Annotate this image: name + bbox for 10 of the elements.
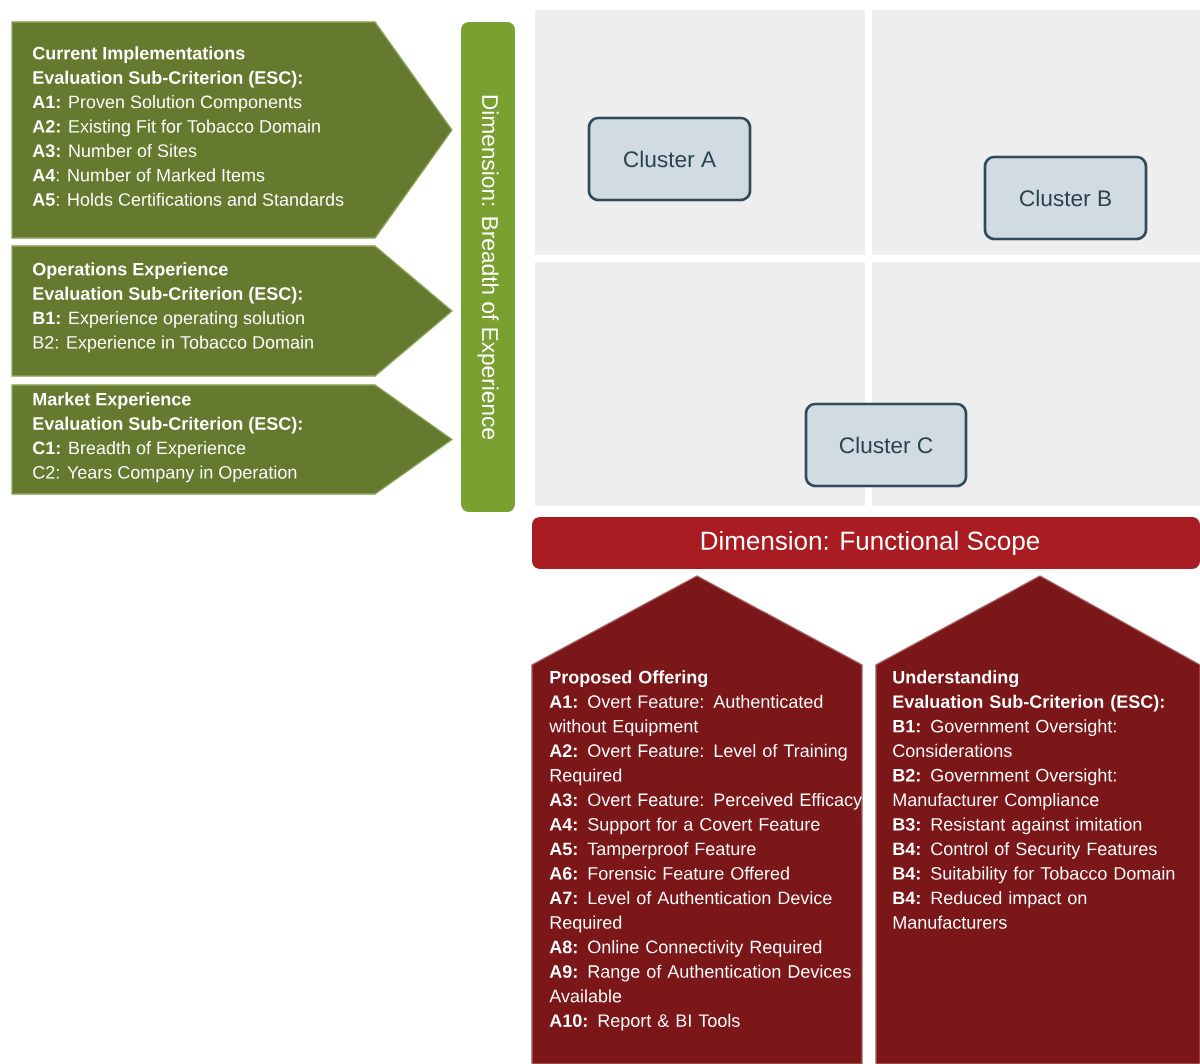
cluster-box: Cluster A [587, 116, 752, 202]
cluster-box: Cluster C [804, 402, 968, 488]
arrow-panel: Understanding Evaluation Sub-Criterion (ESC): B1: Government Oversight: Considerations B2: Government Oversight: Manufacturer Compliance B3: Resistant against imitation B4: Control of Security Features B4: Suitability for Tobacco Domain B4: Reduced impact on Manufacturers [875, 575, 1200, 1064]
arrow-box: Market Experience Evaluation Sub-Criterion (ESC): C1: Breadth of Experience C2: Years Company in Operation [11, 384, 454, 495]
dimension-band: Dimension: Functional Scope [532, 517, 1200, 569]
dimension-bar: Dimension: Breadth of Experience [461, 22, 515, 512]
cluster-box: Cluster B [983, 155, 1148, 241]
arrow-box: Current Implementations Evaluation Sub-Criterion (ESC): A1: Proven Solution Components A2: Existing Fit for Tobacco Domain A3: Number of Sites A4: Number of Marked Items A5: Holds Certifications and Standards [11, 21, 453, 239]
arrow-panel: Proposed Offering A1: Overt Feature: Authenticated without Equipment A2: Overt Feature: Level of Training Required A3: Overt Feature: Perceived Efficacy A4: Support for a Covert Feature A5: Tamperproof Feature A6: Forensic Feature Offered A7: Level of Authentication Device Required A8: Online Connectivity Required A9: Range of Authentication Devices Available A10: Report & BI Tools [531, 575, 863, 1064]
arrow-box: Operations Experience Evaluation Sub-Criterion (ESC): B1: Experience operating solution B2: Experience in Tobacco Domain [11, 245, 454, 377]
